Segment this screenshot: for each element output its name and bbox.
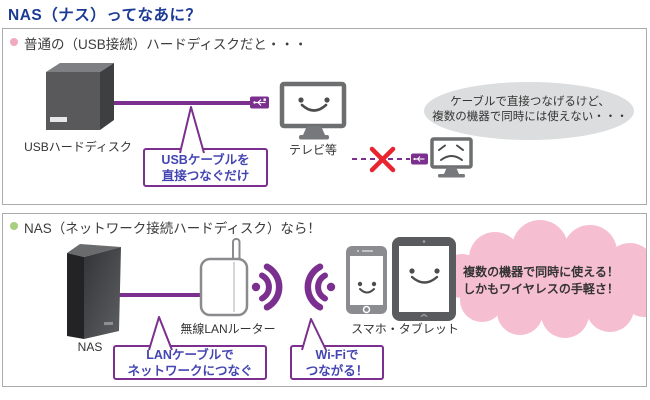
callout-wifi-line1: Wi-Fiで <box>315 347 359 362</box>
callout-usb-line2: 直接つなぐだけ <box>161 168 250 183</box>
callout-lan-line1: LANケーブルで <box>146 347 234 362</box>
section1-heading: 普通の（USB接続）ハードディスクだと・・・ <box>24 37 308 52</box>
page-title: NAS（ナス）ってなあに？ <box>8 7 202 24</box>
nas-label: NAS <box>77 340 103 354</box>
cloud-line2: しかもワイヤレスの手軽さ！ <box>463 281 619 296</box>
callout-lan-cable: LANケーブルで ネットワークにつなぐ <box>113 345 267 380</box>
callout-wifi: Wi-Fiで つながる！ <box>290 345 384 380</box>
router-label: 無線LANルーター <box>180 322 276 336</box>
bubble-line1: ケーブルで直接つなげるけど、 <box>450 96 610 108</box>
tv-label: テレビ等 <box>288 143 337 157</box>
speech-bubble-text: ケーブルで直接つなげるけど、 複数の機器で同時には使えない・・・ <box>424 95 636 125</box>
callout-usb-line1: USBケーブルを <box>161 152 250 167</box>
pink-bullet-icon <box>10 38 18 46</box>
green-bullet-icon <box>10 222 18 230</box>
callout-wifi-line2: つながる！ <box>305 363 369 378</box>
hdd-label: USBハードディスク <box>24 140 132 154</box>
callout-usb-cable: USBケーブルを 直接つなぐだけ <box>143 148 268 187</box>
devices-label: スマホ・タブレット <box>351 322 459 336</box>
callout-lan-line2: ネットワークにつなぐ <box>127 363 253 378</box>
bubble-line2: 複数の機器で同時には使えない・・・ <box>432 111 628 123</box>
section2-heading: NAS（ネットワーク接続ハードディスク）なら！ <box>24 221 321 236</box>
cloud-line1: 複数の機器で同時に使える！ <box>463 265 619 279</box>
cloud-text: 複数の機器で同時に使える！ しかもワイヤレスの手軽さ！ <box>452 264 630 297</box>
